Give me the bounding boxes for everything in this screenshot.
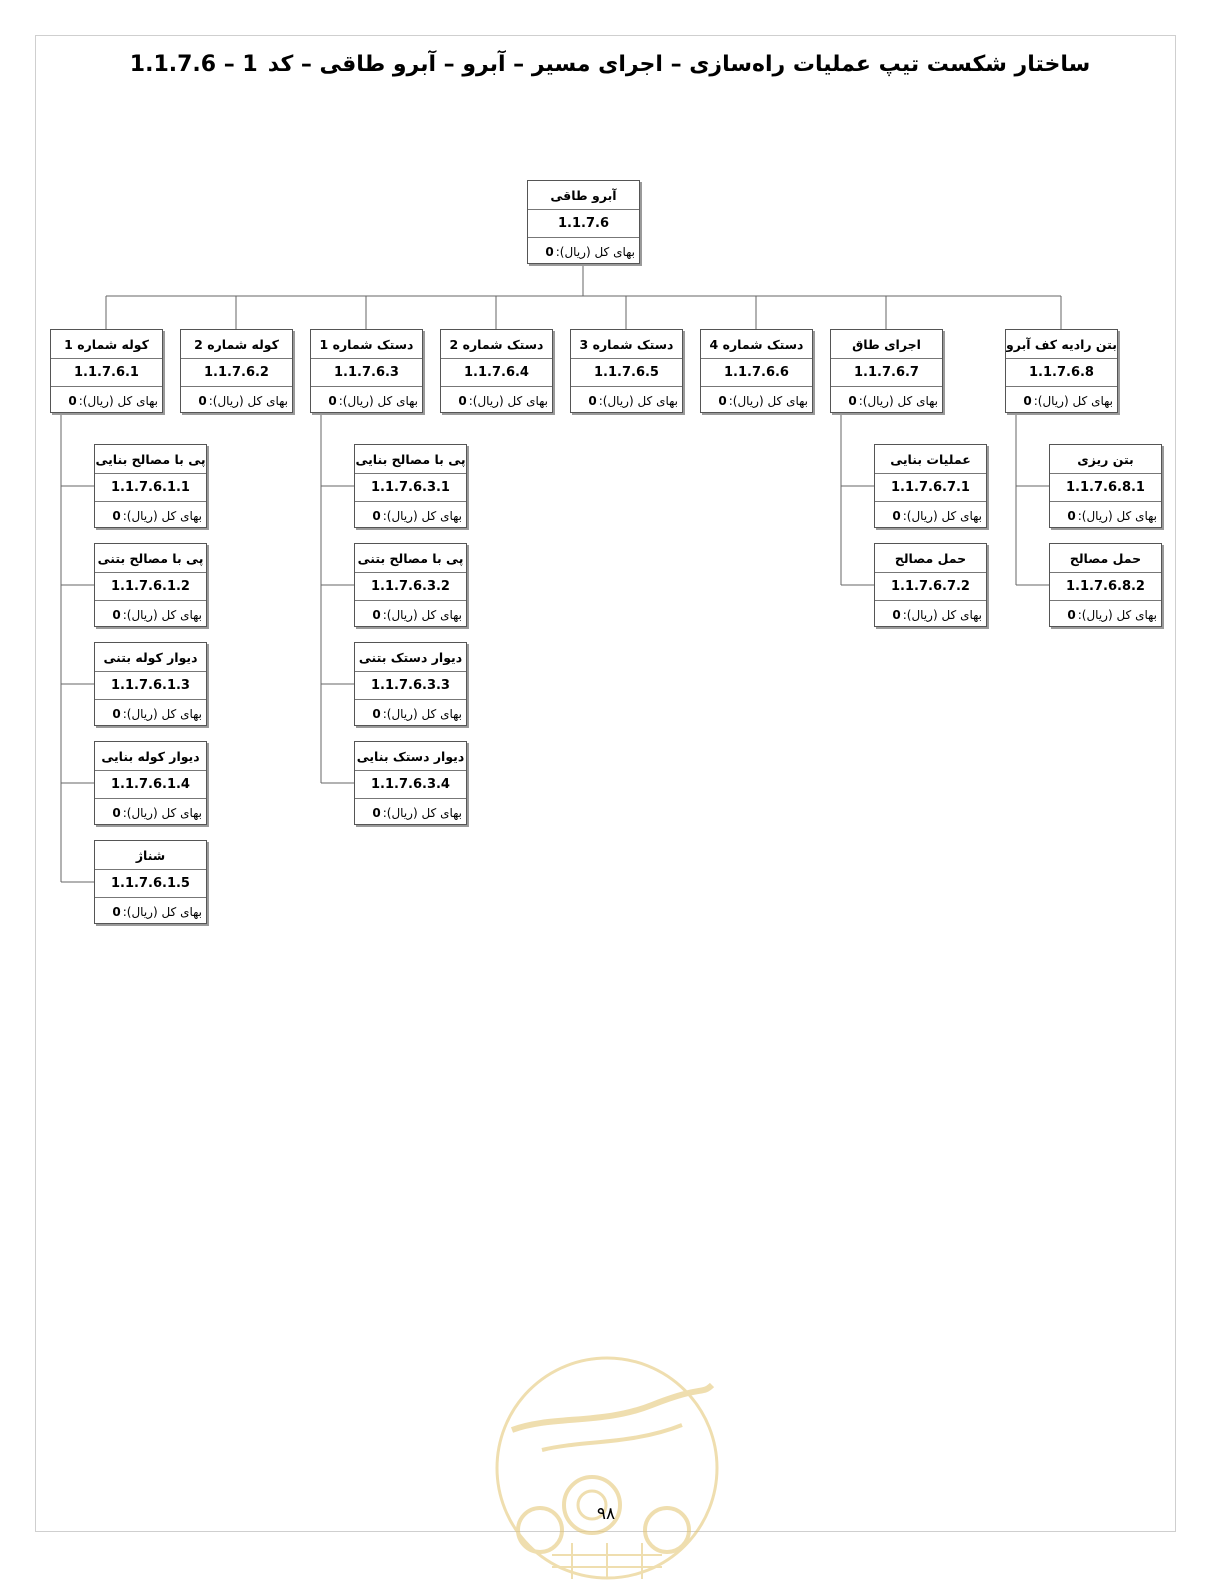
node-cost: بهای کل (ریال):0 — [1006, 386, 1117, 414]
wbs-node-1.1.7.6.1.2: پی با مصالح بتنی 1.1.7.6.1.2 بهای کل (ری… — [94, 543, 207, 627]
node-code: 1.1.7.6.1.5 — [95, 869, 206, 897]
wbs-node-1.1.7.6.4: دستک شماره 2 1.1.7.6.4 بهای کل (ریال):0 — [440, 329, 553, 413]
node-code: 1.1.7.6.7.2 — [875, 572, 986, 600]
wbs-node-1.1.7.6.3.2: پی با مصالح بتنی 1.1.7.6.3.2 بهای کل (ری… — [354, 543, 467, 627]
node-code: 1.1.7.6.3 — [311, 358, 422, 386]
node-cost: بهای کل (ریال):0 — [1050, 600, 1161, 628]
node-code: 1.1.7.6.8 — [1006, 358, 1117, 386]
node-name: پی با مصالح بتنی — [357, 550, 464, 566]
node-name: پی با مصالح بنایی — [95, 451, 206, 467]
node-code: 1.1.7.6.8.1 — [1050, 473, 1161, 501]
node-code: 1.1.7.6.1.3 — [95, 671, 206, 699]
node-code: 1.1.7.6.1.2 — [95, 572, 206, 600]
node-cost: بهای کل (ریال):0 — [441, 386, 552, 414]
node-name: دستک شماره 2 — [449, 336, 544, 352]
node-cost: بهای کل (ریال):0 — [355, 600, 466, 628]
wbs-node-1.1.7.6.3.3: دیوار دستک بتنی 1.1.7.6.3.3 بهای کل (ریا… — [354, 642, 467, 726]
node-cost: بهای کل (ریال):0 — [95, 600, 206, 628]
node-cost: بهای کل (ریال):0 — [831, 386, 942, 414]
wbs-node-1.1.7.6.1.1: پی با مصالح بنایی 1.1.7.6.1.1 بهای کل (ر… — [94, 444, 207, 528]
page-number: ۹۸ — [596, 1504, 616, 1524]
watermark-seal-icon — [495, 1356, 719, 1580]
node-name: آبرو طاقی — [550, 187, 617, 203]
node-code: 1.1.7.6.8.2 — [1050, 572, 1161, 600]
page-title: ساختار شکست تیپ عملیات راه‌سازی – اجرای … — [60, 46, 1160, 82]
node-cost: بهای کل (ریال):0 — [1050, 501, 1161, 529]
wbs-node-1.1.7.6.8.2: حمل مصالح 1.1.7.6.8.2 بهای کل (ریال):0 — [1049, 543, 1162, 627]
node-code: 1.1.7.6.1 — [51, 358, 162, 386]
node-cost: بهای کل (ریال):0 — [875, 501, 986, 529]
node-code: 1.1.7.6.3.1 — [355, 473, 466, 501]
node-code: 1.1.7.6.2 — [181, 358, 292, 386]
node-name: دیوار کوله بنایی — [101, 748, 200, 764]
node-name: پی با مصالح بتنی — [97, 550, 204, 566]
node-name: بتن ریزی — [1077, 451, 1134, 467]
node-name: اجرای طاق — [852, 336, 921, 352]
wbs-node-1.1.7.6.3.4: دیوار دستک بنایی 1.1.7.6.3.4 بهای کل (ری… — [354, 741, 467, 825]
wbs-node-1.1.7.6.6: دستک شماره 4 1.1.7.6.6 بهای کل (ریال):0 — [700, 329, 813, 413]
node-cost: بهای کل (ریال):0 — [355, 699, 466, 727]
node-code: 1.1.7.6.3.4 — [355, 770, 466, 798]
node-code: 1.1.7.6.5 — [571, 358, 682, 386]
node-code: 1.1.7.6.6 — [701, 358, 812, 386]
node-code: 1.1.7.6.1.1 — [95, 473, 206, 501]
wbs-node-1.1.7.6.3.1: پی با مصالح بنایی 1.1.7.6.3.1 بهای کل (ر… — [354, 444, 467, 528]
node-cost: بهای کل (ریال):0 — [355, 798, 466, 826]
node-name: کوله شماره 1 — [64, 336, 149, 352]
node-cost: بهای کل (ریال):0 — [95, 897, 206, 925]
wbs-node-1.1.7.6.1: کوله شماره 1 1.1.7.6.1 بهای کل (ریال):0 — [50, 329, 163, 413]
node-cost: بهای کل (ریال):0 — [875, 600, 986, 628]
node-code: 1.1.7.6 — [528, 209, 639, 237]
node-name: دیوار کوله بتنی — [103, 649, 198, 665]
node-code: 1.1.7.6.3.3 — [355, 671, 466, 699]
wbs-node-1.1.7.6.1.5: شناژ 1.1.7.6.1.5 بهای کل (ریال):0 — [94, 840, 207, 924]
node-cost: بهای کل (ریال):0 — [701, 386, 812, 414]
node-name: دستک شماره 4 — [709, 336, 804, 352]
node-cost: بهای کل (ریال):0 — [311, 386, 422, 414]
node-cost: بهای کل (ریال):0 — [95, 501, 206, 529]
node-code: 1.1.7.6.4 — [441, 358, 552, 386]
node-cost: بهای کل (ریال):0 — [355, 501, 466, 529]
wbs-node-1.1.7.6.7.2: حمل مصالح 1.1.7.6.7.2 بهای کل (ریال):0 — [874, 543, 987, 627]
node-cost: بهای کل (ریال):0 — [528, 237, 639, 265]
wbs-node-root: آبرو طاقی 1.1.7.6 بهای کل (ریال):0 — [527, 180, 640, 264]
node-name: بتن رادیه کف آبرو — [1006, 336, 1117, 352]
node-cost: بهای کل (ریال):0 — [95, 699, 206, 727]
node-name: دیوار دستک بتنی — [358, 649, 463, 665]
node-name: حمل مصالح — [1069, 550, 1142, 566]
wbs-node-1.1.7.6.8.1: بتن ریزی 1.1.7.6.8.1 بهای کل (ریال):0 — [1049, 444, 1162, 528]
wbs-node-1.1.7.6.1.3: دیوار کوله بتنی 1.1.7.6.1.3 بهای کل (ریا… — [94, 642, 207, 726]
node-cost: بهای کل (ریال):0 — [95, 798, 206, 826]
node-name: عملیات بنایی — [890, 451, 971, 467]
title-code: 1.1.7.6 – 1 — [129, 51, 258, 77]
title-text: ساختار شکست تیپ عملیات راه‌سازی – اجرای … — [267, 51, 1091, 77]
wbs-node-1.1.7.6.5: دستک شماره 3 1.1.7.6.5 بهای کل (ریال):0 — [570, 329, 683, 413]
node-name: دستک شماره 3 — [579, 336, 674, 352]
wbs-node-1.1.7.6.7: اجرای طاق 1.1.7.6.7 بهای کل (ریال):0 — [830, 329, 943, 413]
wbs-node-1.1.7.6.7.1: عملیات بنایی 1.1.7.6.7.1 بهای کل (ریال):… — [874, 444, 987, 528]
node-name: دستک شماره 1 — [319, 336, 414, 352]
node-name: پی با مصالح بنایی — [355, 451, 466, 467]
node-cost: بهای کل (ریال):0 — [51, 386, 162, 414]
node-name: شناژ — [135, 847, 166, 863]
wbs-node-1.1.7.6.8: بتن رادیه کف آبرو 1.1.7.6.8 بهای کل (ریا… — [1005, 329, 1118, 413]
wbs-node-1.1.7.6.1.4: دیوار کوله بنایی 1.1.7.6.1.4 بهای کل (ری… — [94, 741, 207, 825]
wbs-node-1.1.7.6.3: دستک شماره 1 1.1.7.6.3 بهای کل (ریال):0 — [310, 329, 423, 413]
node-code: 1.1.7.6.7.1 — [875, 473, 986, 501]
node-cost: بهای کل (ریال):0 — [571, 386, 682, 414]
node-code: 1.1.7.6.3.2 — [355, 572, 466, 600]
node-code: 1.1.7.6.7 — [831, 358, 942, 386]
node-name: حمل مصالح — [894, 550, 967, 566]
node-cost: بهای کل (ریال):0 — [181, 386, 292, 414]
node-name: کوله شماره 2 — [194, 336, 279, 352]
node-code: 1.1.7.6.1.4 — [95, 770, 206, 798]
node-name: دیوار دستک بنایی — [356, 748, 465, 764]
wbs-node-1.1.7.6.2: کوله شماره 2 1.1.7.6.2 بهای کل (ریال):0 — [180, 329, 293, 413]
